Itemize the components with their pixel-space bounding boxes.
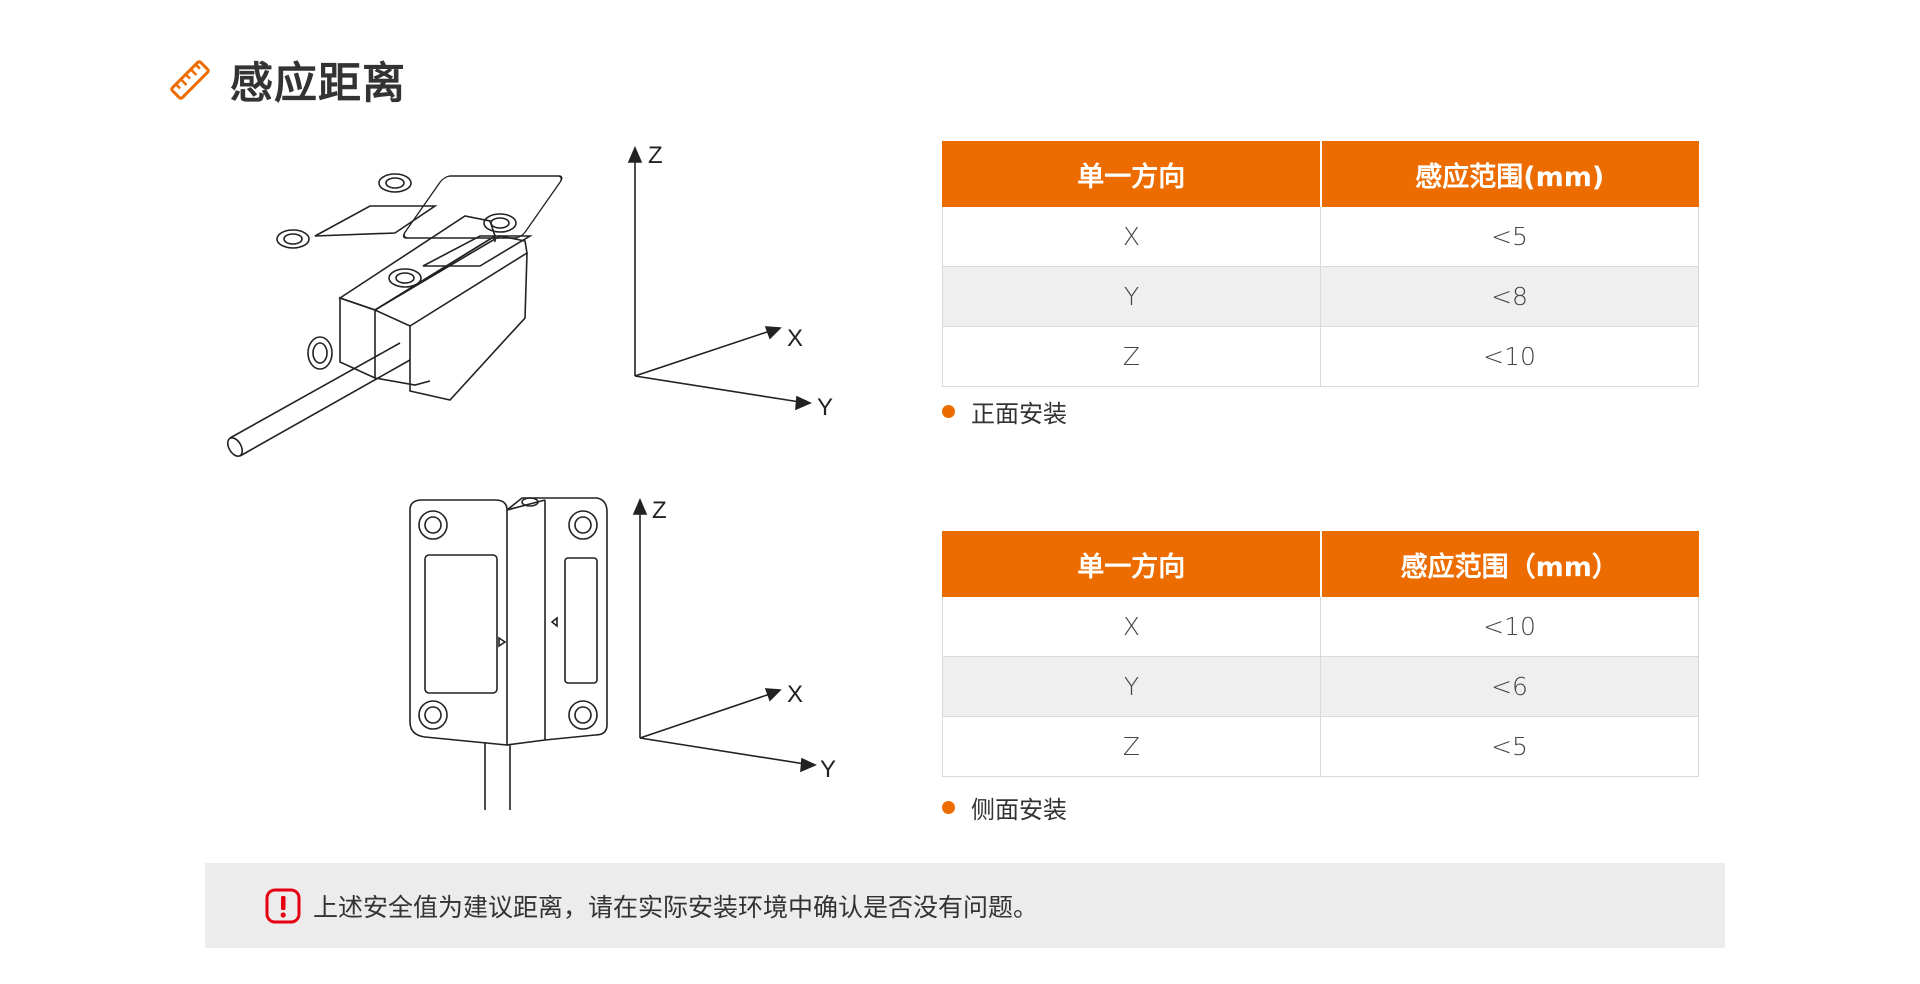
direction-cell: X [942, 206, 1321, 267]
front-mount-note: 正面安装 [942, 394, 1067, 429]
note-label: 侧面安装 [971, 796, 1067, 824]
table-header-row: 单一方向 感应范围(mm) [942, 141, 1699, 207]
note-label: 正面安装 [971, 400, 1067, 428]
table-header-row: 单一方向 感应范围（mm） [942, 531, 1699, 597]
column-header-direction: 单一方向 [942, 531, 1321, 597]
section-header: 感应距离 [166, 52, 406, 109]
side-mount-note: 侧面安装 [942, 790, 1067, 825]
column-header-range: 感应范围（mm） [1319, 531, 1699, 597]
table-row: X <10 [942, 596, 1699, 657]
axis-label-y: Y [820, 756, 836, 783]
axis-label-x: X [787, 681, 803, 708]
side-mount-diagram: Z X Y [409, 497, 836, 810]
sensor-body-right [373, 213, 533, 401]
table-row: X <5 [942, 206, 1699, 267]
table-row: Z <10 [942, 326, 1699, 387]
ruler-icon [170, 60, 210, 100]
front-mount-diagram: Z X Y [226, 142, 833, 457]
range-cell: <5 [1320, 716, 1699, 777]
exclamation-icon [265, 888, 301, 923]
direction-cell: Y [942, 266, 1321, 327]
range-cell: <8 [1320, 266, 1699, 327]
range-cell: <10 [1320, 596, 1699, 657]
column-header-range: 感应范围(mm) [1319, 141, 1699, 207]
warning-text: 上述安全值为建议距离，请在实际安装环境中确认是否没有问题。 [313, 892, 1039, 922]
table-row: Y <6 [942, 656, 1699, 717]
range-cell: <6 [1320, 656, 1699, 717]
range-cell: <5 [1320, 206, 1699, 267]
axis-label-x: X [787, 325, 803, 352]
range-cell: <10 [1320, 326, 1699, 387]
direction-cell: Z [942, 716, 1321, 777]
bullet-dot-icon [942, 405, 955, 418]
column-header-direction: 单一方向 [942, 141, 1321, 207]
direction-cell: Y [942, 656, 1321, 717]
table-row: Y <8 [942, 266, 1699, 327]
bullet-dot-icon [942, 801, 955, 814]
table-row: Z <5 [942, 716, 1699, 777]
page-title: 感应距离 [230, 59, 406, 109]
sensor-cable [226, 342, 411, 457]
side-range-table: 单一方向 感应范围（mm） X <10 Y <6 Z <5 [942, 531, 1699, 777]
warning-banner: 上述安全值为建议距离，请在实际安装环境中确认是否没有问题。 [205, 863, 1725, 948]
axis-triad-side [632, 497, 817, 773]
front-range-table: 单一方向 感应范围(mm) X <5 Y <8 Z <10 [942, 141, 1699, 387]
sensor-body-side [409, 497, 608, 810]
axis-label-z: Z [652, 497, 667, 524]
axis-label-y: Y [817, 394, 833, 421]
direction-cell: X [942, 596, 1321, 657]
axis-triad-front [627, 145, 812, 411]
direction-cell: Z [942, 326, 1321, 387]
axis-label-z: Z [648, 142, 663, 169]
